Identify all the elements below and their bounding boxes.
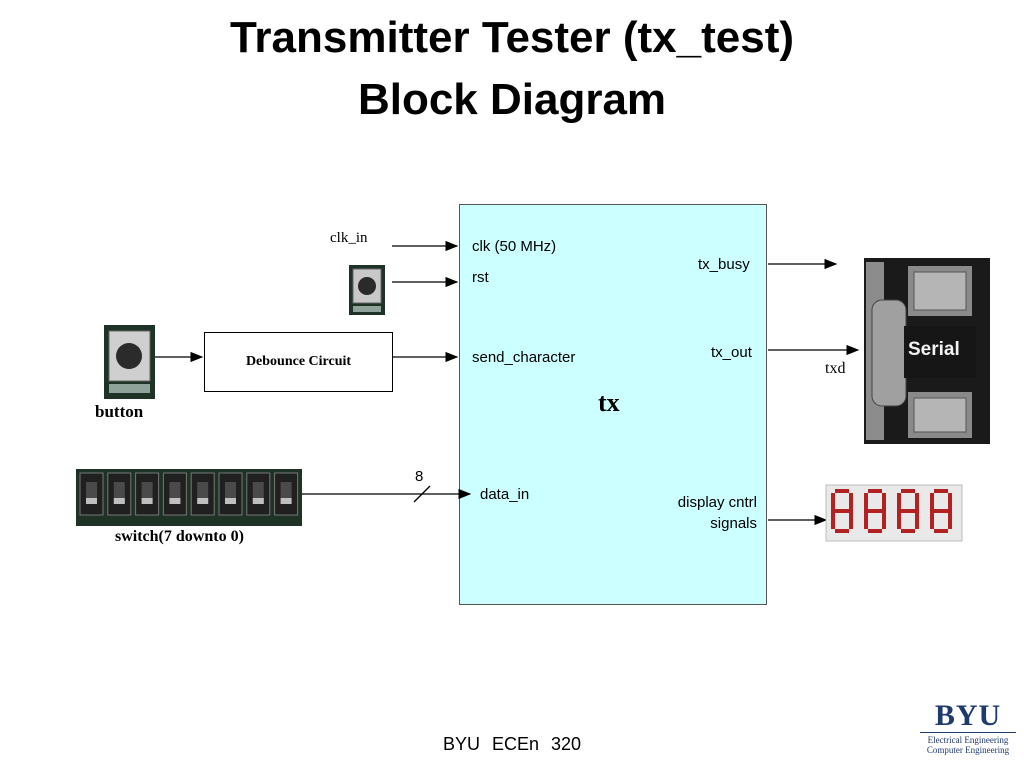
byu-logo-sub2: Computer Engineering bbox=[926, 745, 1010, 755]
port-display-cntrl-label: display cntrl bbox=[677, 494, 757, 511]
byu-logo-text: BYU bbox=[934, 699, 1002, 732]
switch-bank-icon bbox=[76, 469, 302, 526]
button-label: button bbox=[95, 402, 144, 421]
slide-switch bbox=[274, 472, 299, 516]
slide-switch bbox=[190, 472, 215, 516]
footer-number: 320 bbox=[551, 734, 582, 754]
port-tx-busy-label: tx_busy bbox=[698, 256, 750, 273]
seven-segment-digit bbox=[897, 489, 919, 533]
switch-label: switch(7 downto 0) bbox=[115, 528, 244, 545]
slide-switch bbox=[79, 472, 104, 516]
page-title-line1: Transmitter Tester (tx_test) bbox=[229, 13, 795, 62]
byu-logo-sub1: Electrical Engineering bbox=[927, 735, 1009, 745]
seven-segment-digit bbox=[864, 489, 886, 533]
serial-connector-icon bbox=[864, 258, 990, 444]
footer: BYU ECEn 320 bbox=[0, 734, 1024, 755]
byu-logo-subtitle: Electrical Engineering Computer Engineer… bbox=[920, 732, 1016, 755]
slide-switch bbox=[135, 472, 160, 516]
serial-label: Serial bbox=[908, 339, 960, 360]
port-data-in-label: data_in bbox=[480, 486, 530, 503]
slide-switch bbox=[218, 472, 243, 516]
page-title-line2: Block Diagram bbox=[357, 75, 667, 124]
bus-width-label: 8 bbox=[415, 468, 424, 485]
tx-block bbox=[459, 204, 767, 605]
txd-label: txd bbox=[825, 360, 846, 377]
footer-course: ECEn bbox=[491, 734, 539, 754]
push-button-icon bbox=[104, 325, 155, 399]
tx-block-name: tx bbox=[598, 388, 620, 417]
bus-width-slash bbox=[413, 485, 431, 503]
byu-logo: BYU Electrical Engineering Computer Engi… bbox=[920, 700, 1016, 762]
seven-segment-digit bbox=[831, 489, 853, 533]
slide-switch bbox=[162, 472, 187, 516]
reset-button-icon bbox=[349, 265, 385, 315]
port-clk-label: clk (50 MHz) bbox=[472, 238, 557, 255]
port-send-character-label: send_character bbox=[472, 349, 576, 366]
port-tx-out-label: tx_out bbox=[711, 344, 752, 361]
slide-switch bbox=[246, 472, 271, 516]
port-signals-label: signals bbox=[710, 515, 757, 532]
seven-segment-display-icon bbox=[825, 484, 963, 542]
port-rst-label: rst bbox=[472, 269, 489, 286]
footer-org: BYU bbox=[442, 734, 480, 754]
debounce-circuit-block: Debounce Circuit bbox=[204, 332, 393, 392]
seven-segment-digit bbox=[930, 489, 952, 533]
slide-switch bbox=[107, 472, 132, 516]
clk-in-label: clk_in bbox=[330, 230, 368, 246]
